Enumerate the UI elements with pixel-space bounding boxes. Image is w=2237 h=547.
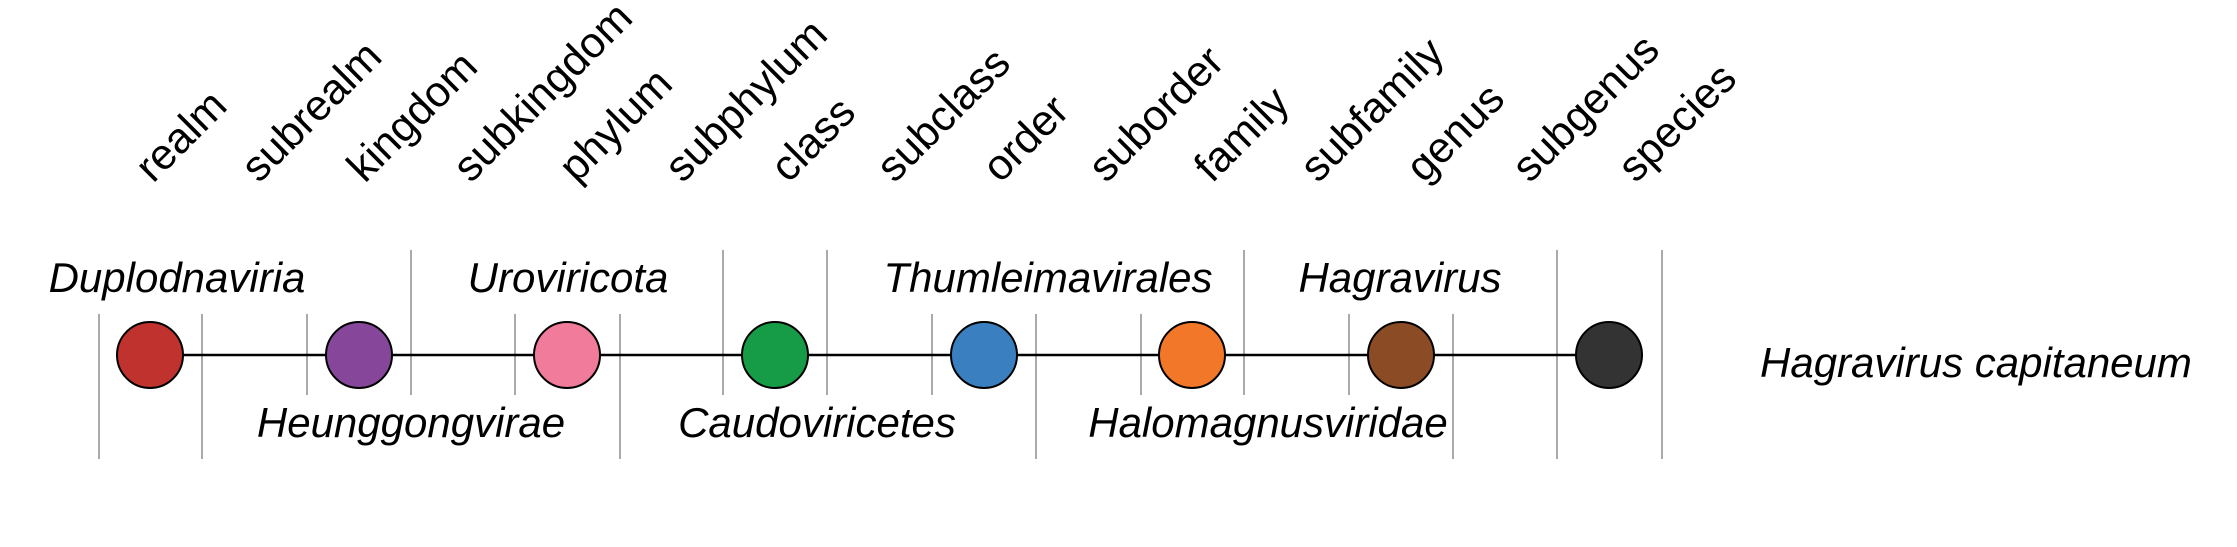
taxon-label-halomagnusviridae: Halomagnusviridae (1088, 399, 1448, 446)
node-family (1158, 321, 1226, 389)
taxon-label-uroviricota: Uroviricota (468, 254, 669, 301)
node-phylum (533, 321, 601, 389)
species-name-label: Hagravirus capitaneum (1760, 339, 2192, 386)
taxon-label-duplodnaviria: Duplodnaviria (49, 254, 306, 301)
taxon-label-heunggongvirae: Heunggongvirae (257, 399, 565, 446)
taxon-label-hagravirus: Hagravirus (1298, 254, 1501, 301)
node-order (950, 321, 1018, 389)
upper-taxon-labels: Duplodnaviria Uroviricota Thumleimavirales… (49, 254, 1502, 301)
taxon-label-caudoviricetes: Caudoviricetes (678, 399, 956, 446)
node-species (1575, 321, 1643, 389)
rank-labels: realmsubrealmkingdomsubkingdomphylumsubp… (126, 0, 1746, 191)
node-class (741, 321, 809, 389)
rank-label-realm: realm (126, 81, 236, 191)
node-realm (116, 321, 184, 389)
node-genus (1367, 321, 1435, 389)
taxon-label-thumleimavirales: Thumleimavirales (883, 254, 1212, 301)
rank-nodes (116, 321, 1643, 389)
node-kingdom (325, 321, 393, 389)
lower-taxon-labels: Heunggongvirae Caudoviricetes Halomagnusvi… (257, 399, 1448, 446)
